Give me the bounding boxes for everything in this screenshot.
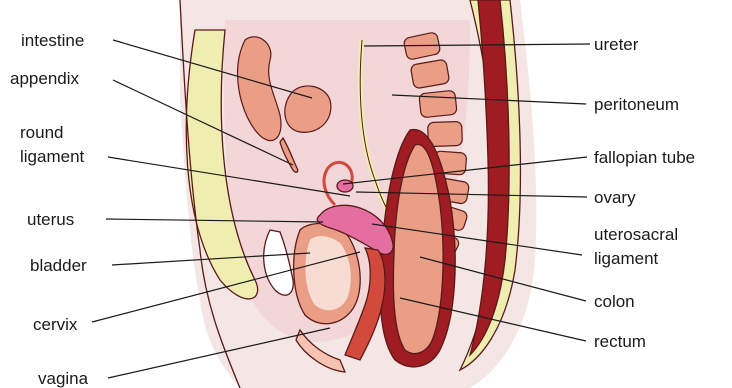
label-appendix: appendix	[10, 69, 80, 88]
label-round-ligament-line1: round	[20, 123, 63, 142]
label-intestine: intestine	[21, 31, 84, 50]
label-uterosacral-ligament-line2: ligament	[594, 249, 659, 268]
ovary-shape	[337, 180, 353, 192]
label-uterosacral-ligament-line1: uterosacral	[594, 225, 678, 244]
label-rectum: rectum	[594, 332, 646, 351]
label-cervix: cervix	[33, 315, 78, 334]
label-ovary: ovary	[594, 188, 636, 207]
label-peritoneum: peritoneum	[594, 95, 679, 114]
label-ureter: ureter	[594, 35, 639, 54]
label-colon: colon	[594, 292, 635, 311]
anatomy-illustration	[180, 0, 536, 388]
label-round-ligament-line2: ligament	[20, 147, 85, 166]
label-uterus: uterus	[27, 210, 74, 229]
label-vagina: vagina	[38, 369, 89, 388]
label-fallopian-tube: fallopian tube	[594, 148, 695, 167]
label-bladder: bladder	[30, 256, 87, 275]
